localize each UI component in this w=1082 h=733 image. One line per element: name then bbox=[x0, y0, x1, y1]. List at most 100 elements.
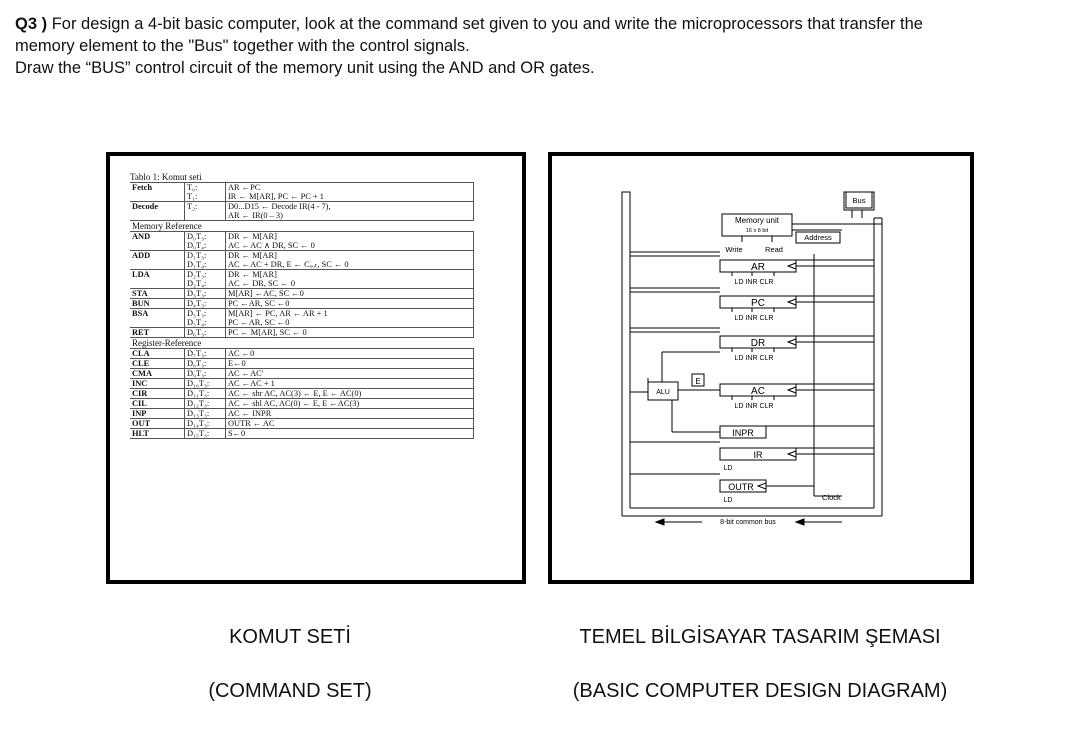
timing-signal: T₁: bbox=[184, 192, 226, 202]
timing-signal: D₁₄T₃: bbox=[184, 418, 226, 429]
instruction-name: Fetch bbox=[130, 182, 185, 192]
bus-label: Bus bbox=[853, 196, 866, 205]
instruction-name: CIL bbox=[130, 398, 185, 409]
timing-signal: D₅T₄: bbox=[184, 318, 226, 328]
micro-operation: AC ← shr AC, AC(3) ← E, E ← AC(0) bbox=[225, 388, 474, 399]
section-heading: Memory Reference bbox=[130, 220, 474, 232]
address-label: Address bbox=[804, 233, 832, 242]
instruction-name: CLA bbox=[130, 348, 185, 359]
question-line-2: memory element to the "Bus" together wit… bbox=[15, 37, 470, 55]
instruction-name: STA bbox=[130, 288, 185, 299]
micro-operation: DR ← M[AR] bbox=[225, 269, 474, 279]
command-table-title: Tablo 1: Komut seti bbox=[130, 172, 202, 182]
timing-signal: D₁₁T₃: bbox=[184, 388, 226, 399]
instruction-name: CIR bbox=[130, 388, 185, 399]
question-label: Q3 ) bbox=[15, 15, 48, 33]
dr-control-label: LD INR CLR bbox=[735, 355, 774, 362]
read-label: Read bbox=[765, 245, 783, 254]
diagram-svg: Bus Memory unit 16 x 8 bit Address Write… bbox=[621, 191, 883, 526]
micro-operation: AC ← INPR bbox=[225, 408, 474, 419]
micro-operation: M[AR] ← PC, AR ← AR + 1 bbox=[225, 308, 474, 318]
instruction-name bbox=[130, 279, 185, 289]
timing-signal: D₃T₃: bbox=[184, 288, 226, 299]
instruction-name: HLT bbox=[130, 428, 185, 439]
instruction-name bbox=[130, 241, 185, 251]
timing-signal: D₁T₃: bbox=[184, 250, 226, 260]
micro-operation: AC ←AC ∧ DR, SC ← 0 bbox=[225, 241, 474, 251]
micro-operation: AC ← DR, SC ← 0 bbox=[225, 279, 474, 289]
clock-label: Clock bbox=[822, 493, 841, 502]
alu-box bbox=[647, 381, 679, 401]
command-row: AR ← IR(0 – 3) bbox=[130, 211, 474, 221]
timing-signal: D₁₂T₃: bbox=[184, 398, 226, 409]
micro-operation: PC ← M[AR], SC ← 0 bbox=[225, 327, 474, 338]
instruction-name: Decode bbox=[130, 201, 185, 211]
micro-operation: AR ←PC bbox=[225, 182, 474, 192]
instruction-name: AND bbox=[130, 231, 185, 241]
right-caption-subtitle: (BASIC COMPUTER DESIGN DIAGRAM) bbox=[572, 680, 948, 702]
micro-operation: AC ←AC + DR, E ← Cₒᵤₜ, SC ← 0 bbox=[225, 260, 474, 270]
memory-size-label: 16 x 8 bit bbox=[746, 228, 769, 234]
command-section-row: Register-Reference bbox=[130, 337, 474, 349]
instruction-name: BUN bbox=[130, 298, 185, 309]
instruction-name bbox=[130, 211, 185, 221]
instruction-name bbox=[130, 318, 185, 328]
micro-operation: DR ← M[AR] bbox=[225, 250, 474, 260]
micro-operation: AC ←AC' bbox=[225, 368, 474, 379]
timing-signal: D₀T₃: bbox=[184, 231, 226, 241]
micro-operation: E←0 bbox=[225, 358, 474, 369]
instruction-name: RET bbox=[130, 327, 185, 338]
micro-operation: AC ←AC + 1 bbox=[225, 378, 474, 389]
ac-control-label: LD INR CLR bbox=[735, 403, 774, 410]
micro-operation: S←0 bbox=[225, 428, 474, 439]
timing-signal: D₂T₄: bbox=[184, 279, 226, 289]
timing-signal: D₀T₄: bbox=[184, 241, 226, 251]
write-label: Write bbox=[725, 245, 742, 254]
command-row: T₁:IR ← M[AR], PC ← PC + 1 bbox=[130, 192, 474, 202]
timing-signal: D₁₅T₃: bbox=[184, 428, 226, 439]
e-label: E bbox=[695, 377, 700, 386]
timing-signal bbox=[184, 211, 226, 221]
timing-signal: D₇T₃: bbox=[184, 348, 226, 359]
micro-operation: M[AR] ←AC, SC ←0 bbox=[225, 288, 474, 299]
common-bus-label: 8-bit common bus bbox=[720, 519, 776, 526]
inpr-label: INPR bbox=[732, 428, 754, 438]
command-row: D₅T₄:PC ←AR, SC ←0 bbox=[130, 318, 474, 328]
micro-operation: PC ←AR, SC ←0 bbox=[225, 318, 474, 328]
question-line-1-text: For design a 4-bit basic computer, look … bbox=[51, 15, 923, 33]
instruction-name: LDA bbox=[130, 269, 185, 279]
timing-signal: D₁₀T₃: bbox=[184, 378, 226, 389]
micro-operation: DR ← M[AR] bbox=[225, 231, 474, 241]
question-line-1: Q3 ) For design a 4-bit basic computer, … bbox=[15, 13, 1075, 35]
micro-operation: OUTR ← AC bbox=[225, 418, 474, 429]
ar-control-label: LD INR CLR bbox=[735, 279, 774, 286]
alu-label: ALU bbox=[656, 389, 670, 396]
timing-signal: D₉T₃: bbox=[184, 368, 226, 379]
outr-ld-label: LD bbox=[724, 497, 733, 504]
timing-signal: T₀: bbox=[184, 182, 226, 192]
timing-signal: D₁T₄: bbox=[184, 260, 226, 270]
pc-label: PC bbox=[751, 298, 765, 309]
instruction-name: INP bbox=[130, 408, 185, 419]
instruction-name: CLE bbox=[130, 358, 185, 369]
micro-operation: IR ← M[AR], PC ← PC + 1 bbox=[225, 192, 474, 202]
question-line-3: Draw the “BUS” control circuit of the me… bbox=[15, 59, 595, 77]
timing-signal: D₅T₃: bbox=[184, 308, 226, 318]
timing-signal: T₂: bbox=[184, 201, 226, 211]
